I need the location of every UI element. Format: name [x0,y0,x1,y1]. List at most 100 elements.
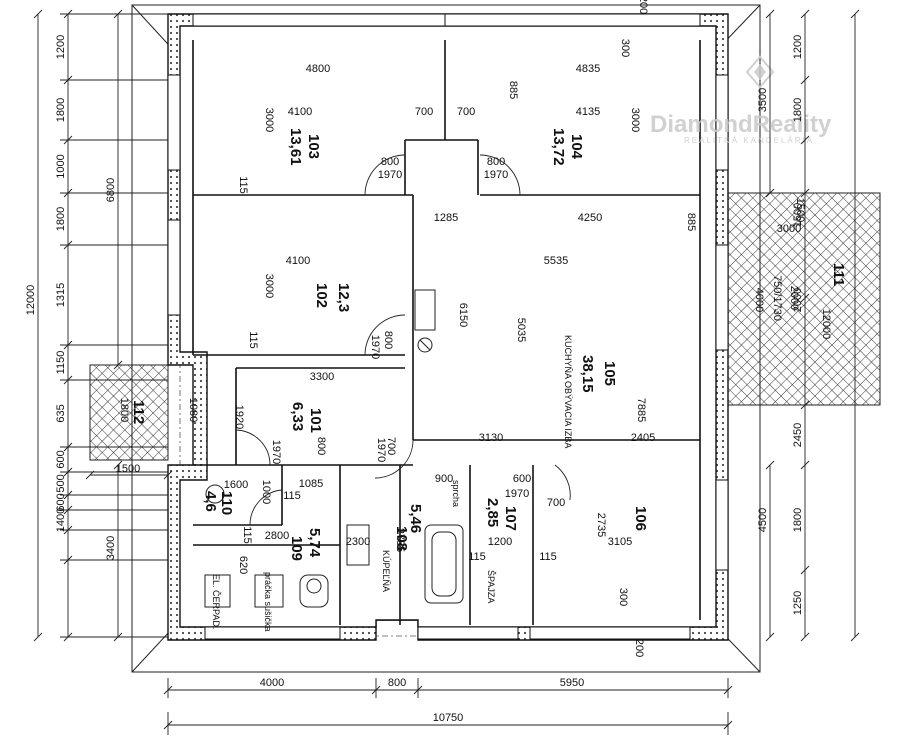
dim-inner: 1285 [434,212,458,224]
dim-inner: 3105 [608,536,632,548]
dim-inner: 6150 [457,303,469,327]
pump-label: EL. ČERPAD. [211,574,221,629]
dim-inner: 800 [381,156,399,168]
dim-inner: 750/1730 [771,275,783,321]
dim-inner: 115 [247,331,259,349]
chimney-icon [414,289,436,331]
room-area-108: 5,46 [407,504,424,533]
room-id-104: 104 [568,134,585,160]
dim-inner: 700 [547,497,565,509]
dim-inner: 620 [237,556,249,574]
dim-inner: 900 [435,473,453,485]
dim-inner: 115 [241,526,253,544]
room-id-103: 103 [305,134,322,159]
room-id-107: 107 [502,506,519,531]
dim-inner: 885 [507,81,519,99]
diamond-logo-icon [745,55,775,89]
dim-inner: 2735 [595,513,607,537]
dim-inner: 800 [315,437,327,455]
dim-left: 1000 [55,154,67,178]
dim-inner: 1000 [260,480,272,504]
dim-inner: 3130 [479,432,503,444]
room-id-110: 110 [218,491,235,515]
dim-inner: 3000 [777,223,801,235]
dim-left-total: 12000 [25,285,37,316]
room-area-103: 13,61 [287,128,304,166]
dim-inner: 700 [457,106,475,118]
dim-inner: 3000 [263,108,275,132]
dim-inner: 885 [685,213,697,231]
dim-bottom: 5950 [560,677,584,689]
dim-inner: 700 [385,437,397,455]
dim-inner: 2800 [265,530,289,542]
dimension-lines [33,9,860,735]
dim-right: 1250 [792,591,804,615]
room-area-107: 2,85 [484,498,501,527]
dim-inner: 300 [619,39,631,57]
room-name-108: KÚPEĽŇA [381,550,391,592]
dim-inner: 1920 [233,405,245,429]
dim-bottom-total: 10750 [433,712,464,724]
dim-left: 1150 [55,351,67,375]
room-area-102: 12,3 [335,283,352,312]
dim-inner: 1970 [270,440,282,464]
dim-right-group: 4500 [757,508,769,532]
dim-inner: 1800 [118,398,130,422]
dim-left: 635 [55,404,67,422]
dim-inner: 300 [617,588,629,606]
dim-inner: 1600 [224,479,248,491]
windows [167,13,729,640]
dim-inner: 115 [237,176,249,194]
dim-inner: 800 [382,331,394,349]
dim-inner: 3000 [629,108,641,132]
room-area-104: 13,72 [550,128,567,166]
dim-right: 1500 [792,203,804,227]
dim-inner: 200 [637,0,649,14]
dim-left-group: 6800 [105,178,117,202]
dim-bottom: 4000 [260,677,284,689]
dimension-texts: 1200180010001800131511506356005006001400… [25,0,832,724]
dim-inner: 4835 [576,63,600,75]
dim-inner: 4800 [306,63,330,75]
room-id-106: 106 [632,506,649,531]
dim-inner: 115 [468,551,486,563]
dim-right: 2450 [792,423,804,447]
sink-icon [346,524,370,566]
room-area-109: 5,74 [306,528,323,558]
dim-left: 1200 [55,35,67,59]
dim-inner: 12000 [820,309,832,340]
porch-112 [89,364,169,461]
dim-inner: 700 [415,106,433,118]
dim-inner: 1200 [488,536,512,548]
dim-inner: 1970 [505,488,529,500]
room-name-107: ŠPAJZA [486,570,496,603]
dim-inner: 1085 [299,478,323,490]
dim-left: 1800 [55,98,67,122]
pump-icon [204,574,231,608]
dim-left: 600 [55,493,67,511]
dim-left: 1315 [55,283,67,307]
dim-inner: 115 [539,551,557,563]
dim-inner: 4135 [576,106,600,118]
dim-inner: 600 [513,473,531,485]
dim-inner: 2300 [346,536,370,548]
dim-inner: 5035 [515,318,527,342]
shower-label: sprcha [451,480,461,507]
dim-inner: 200 [633,639,645,657]
dim-inner: 3000 [263,274,275,298]
washer-icon [254,574,284,608]
dim-left-group: 3400 [105,536,117,560]
dim-left: 1800 [55,207,67,231]
room-area-101: 6,33 [289,402,306,431]
room-id-108: 108 [393,526,410,551]
dim-inner: 115 [283,490,301,502]
dim-right: 2000 [792,288,804,312]
room-area-110: 4,6 [202,491,219,512]
dim-inner: 2735 [394,528,406,552]
exterior-walls [167,13,729,641]
dim-inner: 4250 [578,212,602,224]
dim-right: 1800 [792,508,804,532]
dim-inner: 7885 [635,398,647,422]
dim-left-porch: 1500 [116,463,140,475]
